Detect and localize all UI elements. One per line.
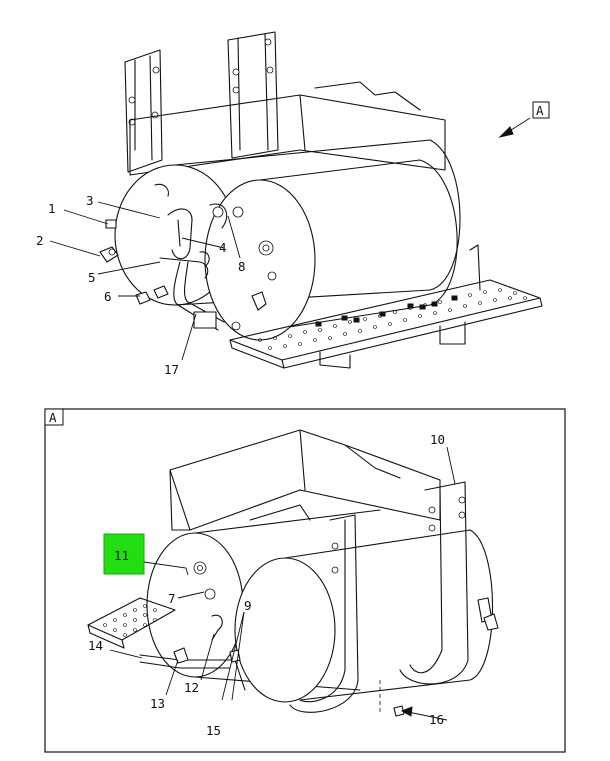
callout-10: 10	[430, 432, 445, 447]
bottom-assembly	[87, 429, 499, 717]
hose	[173, 261, 219, 331]
callout-7: 7	[168, 591, 176, 606]
detail-label: A	[49, 410, 57, 425]
pipe-loop	[167, 208, 193, 260]
callout-11: 11	[114, 548, 129, 563]
detail-u-strap-1	[289, 514, 359, 713]
detail-strap-plate	[169, 429, 441, 531]
callout-8: 8	[238, 259, 246, 274]
view-label: A	[536, 103, 544, 118]
callout-15: 15	[206, 723, 221, 738]
callout-12: 12	[184, 680, 199, 695]
bottom-callouts: 10 11 7 9 12 13 14 15 16	[88, 432, 445, 738]
rear-elbow	[154, 183, 169, 197]
top-assembly	[99, 31, 543, 369]
callout-6: 6	[104, 289, 112, 304]
valve-block	[193, 311, 217, 329]
detail-step-plate	[87, 597, 176, 641]
view-arrow-head	[498, 126, 514, 138]
top-leaders	[49, 201, 241, 361]
detail-frame	[44, 408, 566, 753]
view-indicator: A	[498, 101, 550, 138]
detail-u-strap-2	[399, 481, 469, 685]
callout-17: 17	[164, 362, 179, 377]
callout-13: 13	[150, 696, 165, 711]
detail-tank-right-end	[234, 557, 336, 703]
right-bracket	[227, 31, 279, 159]
callout-4: 4	[219, 240, 227, 255]
callout-3: 3	[86, 193, 94, 208]
detail-label-box	[44, 408, 64, 426]
bottom-leaders	[109, 446, 456, 721]
top-callouts: 1 2 3 4 5 6 8 17	[36, 193, 246, 377]
callout-1: 1	[48, 201, 56, 216]
left-bracket	[124, 49, 163, 173]
callout-14: 14	[88, 638, 103, 653]
fitting-1	[105, 219, 117, 229]
callout-5: 5	[88, 270, 96, 285]
fitting-2	[99, 246, 119, 263]
callout-9: 9	[244, 598, 252, 613]
detail-hose	[139, 654, 246, 691]
front-tank-body	[259, 159, 458, 331]
perforations-bottom	[103, 604, 157, 637]
front-tank-end	[204, 179, 316, 341]
callout-11-highlight	[103, 533, 145, 575]
callout-16: 16	[429, 712, 444, 727]
step-bolts	[315, 295, 458, 327]
view-label-box	[532, 101, 550, 119]
callout-2: 2	[36, 233, 44, 248]
